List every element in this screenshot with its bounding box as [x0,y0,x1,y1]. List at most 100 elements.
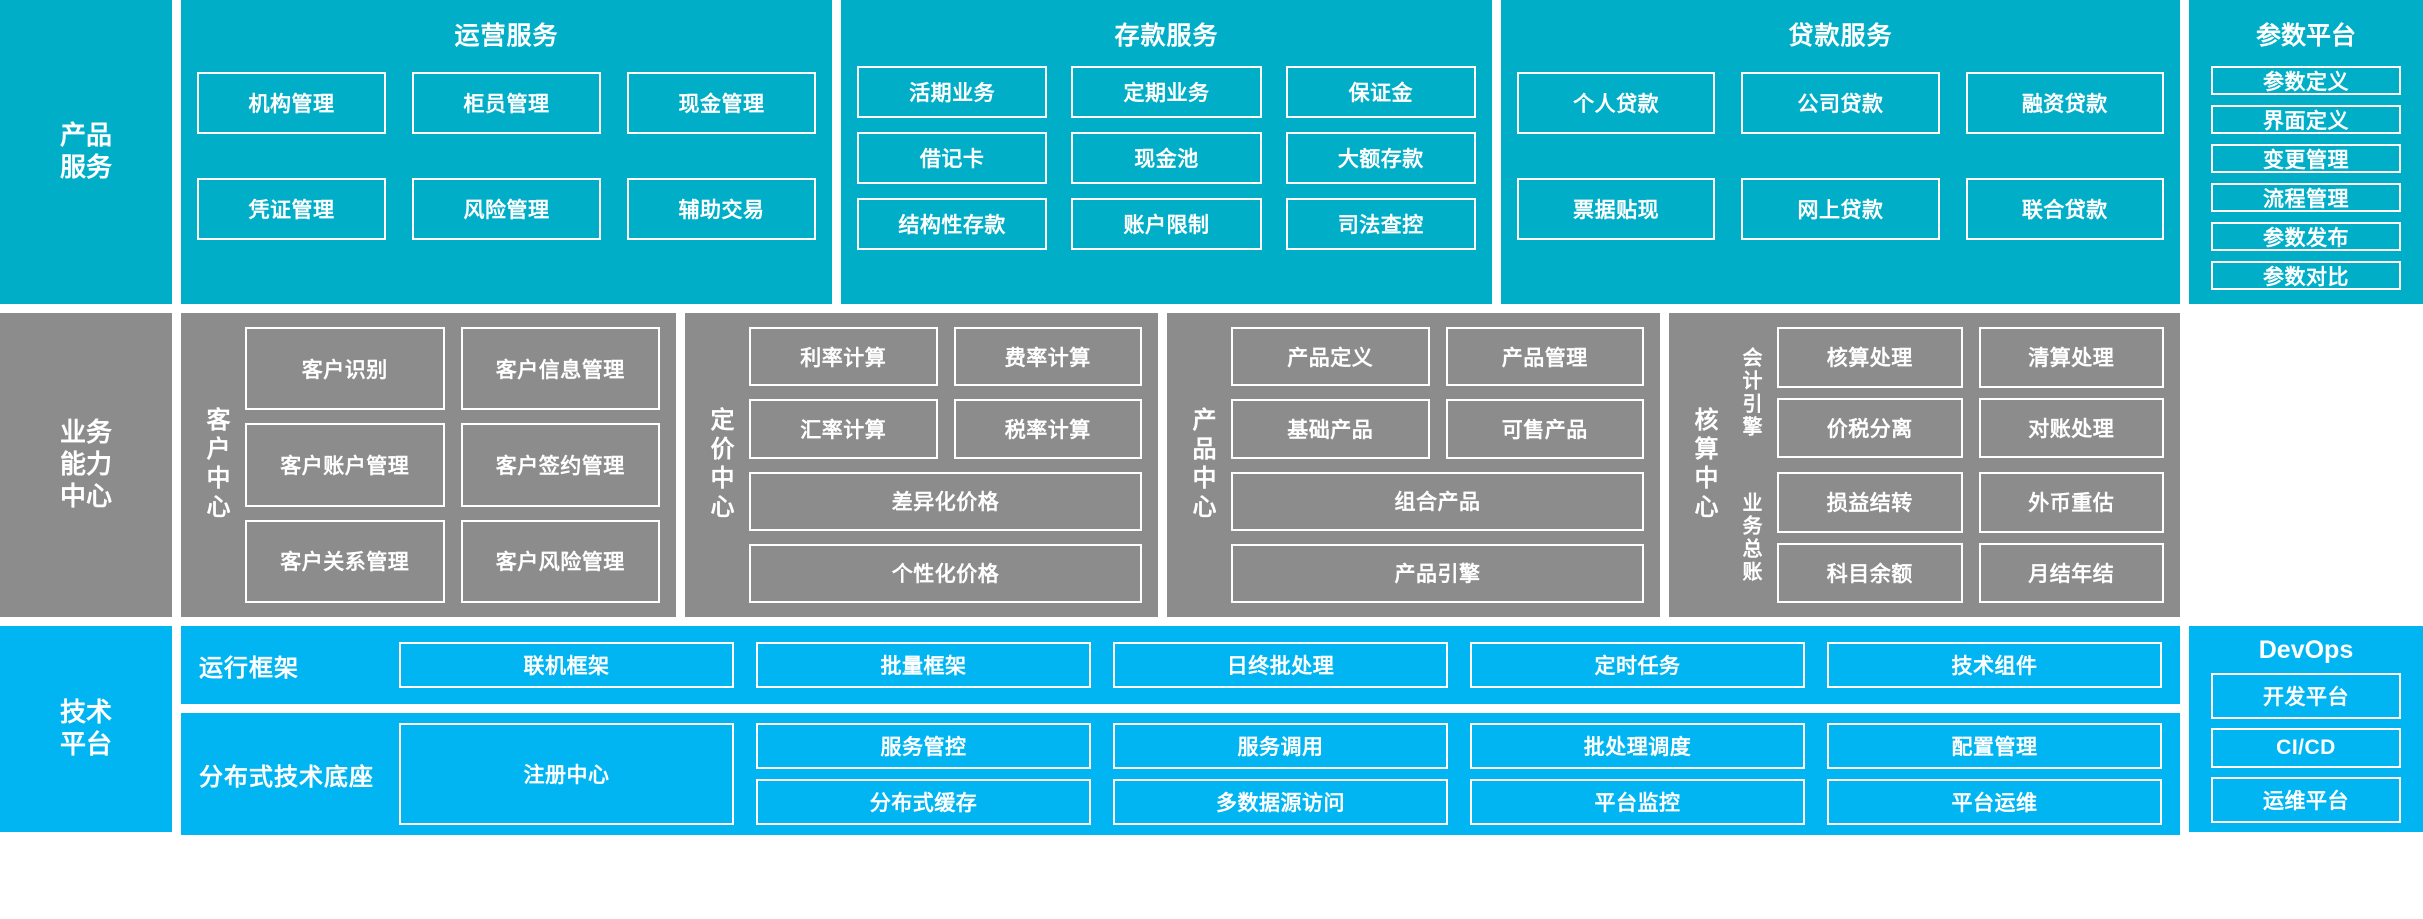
capability-center-product: 产品中心 产品定义 产品管理 基础产品 可售产品 组合产品 产品引擎 [1167,313,1660,617]
capability-center-accounting: 核算中心 会计引擎 核算处理 清算处理 价税分离 对账处理 业务总账 [1669,313,2180,617]
capability-item[interactable]: 价税分离 [1777,397,1963,458]
service-group-title: 存款服务 [1114,22,1219,50]
center-item-grid: 利率计算 费率计算 汇率计算 税率计算 差异化价格 个性化价格 [749,327,1142,603]
parameter-item[interactable]: 参数对比 [2211,261,2401,290]
tech-item[interactable]: 配置管理 [1827,723,2162,769]
tech-row-base-platform: 分布式技术底座 注册中心 服务管控 服务调用 批处理调度 配置管理 分布式缓存 … [181,713,2180,835]
service-item[interactable]: 网上贷款 [1741,178,1940,240]
tech-item[interactable]: 服务调用 [1113,723,1448,769]
accounting-subgroup-ledger: 业务总账 损益结转 外币重估 科目余额 月结年结 [1733,472,2164,603]
service-item[interactable]: 现金池 [1071,132,1262,184]
service-item[interactable]: 辅助交易 [627,178,816,240]
capability-item[interactable]: 对账处理 [1978,397,2164,458]
parameter-item[interactable]: 参数定义 [2211,66,2401,95]
tech-item[interactable]: 定时任务 [1470,642,1805,688]
capability-item[interactable]: 客户风险管理 [460,519,660,603]
devops-item[interactable]: 运维平台 [2211,777,2401,823]
parameter-item[interactable]: 变更管理 [2211,144,2401,173]
tech-item-grid: 注册中心 服务管控 服务调用 批处理调度 配置管理 分布式缓存 多数据源访问 平… [399,723,2162,825]
service-item[interactable]: 司法查控 [1285,198,1476,250]
tech-item[interactable]: 服务管控 [756,723,1091,769]
capability-item[interactable]: 汇率计算 [749,399,938,459]
capability-item-wide[interactable]: 组合产品 [1231,471,1644,531]
tech-item[interactable]: 多数据源访问 [1113,779,1448,825]
capability-item-wide[interactable]: 产品引擎 [1231,543,1644,603]
center-label: 产品中心 [1188,407,1215,523]
band-label-tech-platform: 技术 平台 [0,626,172,832]
parameter-item[interactable]: 参数发布 [2211,222,2401,251]
tech-row-label: 运行框架 [199,654,299,682]
service-item[interactable]: 柜员管理 [412,72,601,134]
capability-item[interactable]: 税率计算 [953,399,1142,459]
service-item[interactable]: 结构性存款 [857,198,1048,250]
service-item[interactable]: 现金管理 [627,72,816,134]
capability-item[interactable]: 可售产品 [1445,399,1644,459]
service-item[interactable]: 大额存款 [1285,132,1476,184]
service-item[interactable]: 联合贷款 [1965,178,2164,240]
service-item[interactable]: 风险管理 [412,178,601,240]
capability-item-wide[interactable]: 个性化价格 [749,543,1142,603]
tech-item[interactable]: 技术组件 [1827,642,2162,688]
capability-item[interactable]: 客户识别 [245,327,445,411]
capability-item[interactable]: 费率计算 [953,327,1142,387]
tech-item[interactable]: 平台监控 [1470,779,1805,825]
service-item[interactable]: 定期业务 [1071,66,1262,118]
capability-item[interactable]: 利率计算 [749,327,938,387]
service-item[interactable]: 公司贷款 [1741,72,1940,134]
capability-item[interactable]: 客户签约管理 [460,423,660,507]
capability-item[interactable]: 月结年结 [1978,542,2164,603]
devops-panel: DevOps 开发平台 CI/CD 运维平台 [2189,626,2423,832]
devops-item[interactable]: 开发平台 [2211,673,2401,719]
center-item-grid: 产品定义 产品管理 基础产品 可售产品 组合产品 产品引擎 [1231,327,1644,603]
capability-item[interactable]: 产品定义 [1231,327,1430,387]
subgroup-item-grid: 核算处理 清算处理 价税分离 对账处理 [1777,327,2164,458]
service-item[interactable]: 活期业务 [857,66,1048,118]
capability-item[interactable]: 产品管理 [1445,327,1644,387]
tech-item-registry[interactable]: 注册中心 [399,723,734,825]
product-service-groups: 运营服务 机构管理 柜员管理 现金管理 凭证管理 风险管理 辅助交易 存款服务 … [181,0,2180,304]
service-item-grid: 个人贷款 公司贷款 融资贷款 票据贴现 网上贷款 联合贷款 [1517,66,2164,290]
capability-item[interactable]: 外币重估 [1978,472,2164,533]
service-item[interactable]: 机构管理 [197,72,386,134]
capability-item[interactable]: 客户信息管理 [460,327,660,411]
tech-item-grid: 联机框架 批量框架 日终批处理 定时任务 技术组件 [399,642,2162,688]
tech-item[interactable]: 批处理调度 [1470,723,1805,769]
tech-item[interactable]: 日终批处理 [1113,642,1448,688]
capability-rail-spacer [2189,313,2423,617]
tech-item[interactable]: 分布式缓存 [756,779,1091,825]
service-group-title: 贷款服务 [1788,22,1893,50]
tech-platform-band: 技术 平台 运行框架 联机框架 批量框架 日终批处理 定时任务 技术组件 分布式… [0,626,2423,835]
service-item-grid: 机构管理 柜员管理 现金管理 凭证管理 风险管理 辅助交易 [197,66,816,290]
accounting-subgroup-engine: 会计引擎 核算处理 清算处理 价税分离 对账处理 [1733,327,2164,458]
capability-center-customer: 客户中心 客户识别 客户信息管理 客户账户管理 客户签约管理 客户关系管理 客户… [181,313,676,617]
capability-centers: 客户中心 客户识别 客户信息管理 客户账户管理 客户签约管理 客户关系管理 客户… [181,313,2180,617]
devops-list: 开发平台 CI/CD 运维平台 [2211,673,2401,823]
tech-item[interactable]: 联机框架 [399,642,734,688]
tech-item[interactable]: 平台运维 [1827,779,2162,825]
capability-item[interactable]: 科目余额 [1777,542,1963,603]
center-label: 核算中心 [1690,407,1717,523]
capability-item[interactable]: 清算处理 [1978,327,2164,388]
parameter-item[interactable]: 界面定义 [2211,105,2401,134]
service-item[interactable]: 凭证管理 [197,178,386,240]
capability-item[interactable]: 客户关系管理 [245,519,445,603]
service-item[interactable]: 账户限制 [1071,198,1262,250]
parameter-item[interactable]: 流程管理 [2211,183,2401,212]
tech-item[interactable]: 批量框架 [756,642,1091,688]
capability-item[interactable]: 基础产品 [1231,399,1430,459]
service-item[interactable]: 借记卡 [857,132,1048,184]
service-item[interactable]: 票据贴现 [1517,178,1716,240]
service-item[interactable]: 个人贷款 [1517,72,1716,134]
service-item[interactable]: 保证金 [1285,66,1476,118]
devops-item[interactable]: CI/CD [2211,728,2401,768]
service-item[interactable]: 融资贷款 [1965,72,2164,134]
capability-item[interactable]: 客户账户管理 [245,423,445,507]
subgroup-item-grid: 损益结转 外币重估 科目余额 月结年结 [1777,472,2164,603]
capability-item[interactable]: 损益结转 [1777,472,1963,533]
service-group-deposit: 存款服务 活期业务 定期业务 保证金 借记卡 现金池 大额存款 结构性存款 账户… [841,0,1492,304]
capability-item-wide[interactable]: 差异化价格 [749,471,1142,531]
band-label-product-service: 产品 服务 [0,0,172,304]
center-item-grid: 客户识别 客户信息管理 客户账户管理 客户签约管理 客户关系管理 客户风险管理 [245,327,660,603]
capability-item[interactable]: 核算处理 [1777,327,1963,388]
service-item-grid: 活期业务 定期业务 保证金 借记卡 现金池 大额存款 结构性存款 账户限制 司法… [857,66,1476,290]
